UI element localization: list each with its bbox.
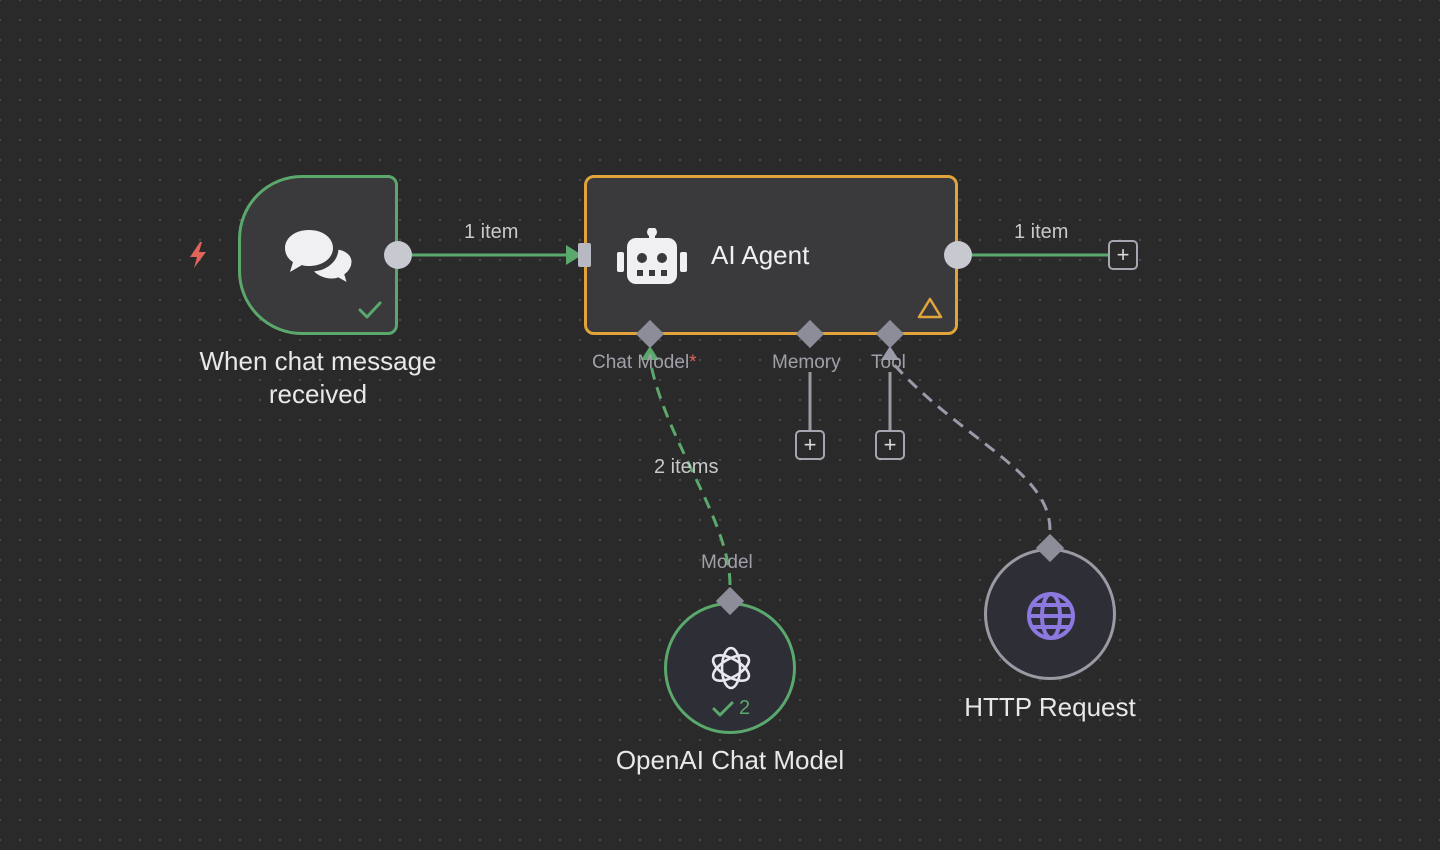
agent-input-port[interactable] <box>578 243 591 267</box>
run-count: 2 <box>739 697 751 719</box>
trigger-label: When chat message received <box>158 345 478 411</box>
openai-label: OpenAI Chat Model <box>615 745 845 775</box>
agent-output-port[interactable] <box>944 241 972 269</box>
chat-bubbles-icon <box>285 230 355 286</box>
port-label-tool: Tool <box>871 352 906 373</box>
trigger-output-port[interactable] <box>384 241 412 269</box>
edge-model-to-agent[interactable] <box>648 359 732 586</box>
edge-http-arrow-head <box>881 346 899 360</box>
port-label-model: Model <box>701 552 753 573</box>
edge-http-to-tool[interactable] <box>888 359 1052 531</box>
node-chat-trigger[interactable] <box>238 175 398 335</box>
openai-logo-icon <box>711 646 751 690</box>
node-http-request[interactable] <box>984 548 1116 680</box>
port-label-chat-model: Chat Model* <box>592 352 697 374</box>
port-label-memory: Memory <box>772 352 841 373</box>
chat-model-text: Chat Model <box>592 352 690 373</box>
trigger-label-line1: When chat message <box>199 346 437 376</box>
robot-icon <box>617 228 687 284</box>
required-asterisk: * <box>689 352 697 373</box>
edge-label-agent-output: 1 item <box>1014 221 1069 243</box>
check-icon <box>712 701 734 716</box>
edge-model-arrow-head <box>641 346 659 360</box>
node-ai-agent[interactable]: AI Agent <box>584 175 958 335</box>
add-tool-button[interactable]: + <box>875 430 905 460</box>
warning-triangle-icon[interactable] <box>917 296 943 320</box>
edge-arrow-head <box>566 245 582 265</box>
agent-title: AI Agent <box>711 240 810 270</box>
trigger-indicator <box>186 240 210 270</box>
add-next-node-button[interactable]: + <box>1108 240 1138 270</box>
edge-label-model-to-agent: 2 items <box>654 456 719 478</box>
check-icon <box>358 301 382 319</box>
openai-status: 2 <box>711 697 750 720</box>
lightning-icon <box>190 242 206 268</box>
globe-icon <box>1027 592 1075 640</box>
node-openai-chat-model[interactable]: 2 <box>664 602 796 734</box>
edge-label-trigger-to-agent: 1 item <box>464 221 519 243</box>
http-label: HTTP Request <box>964 692 1136 722</box>
trigger-label-line2: received <box>268 379 368 409</box>
add-memory-button[interactable]: + <box>795 430 825 460</box>
